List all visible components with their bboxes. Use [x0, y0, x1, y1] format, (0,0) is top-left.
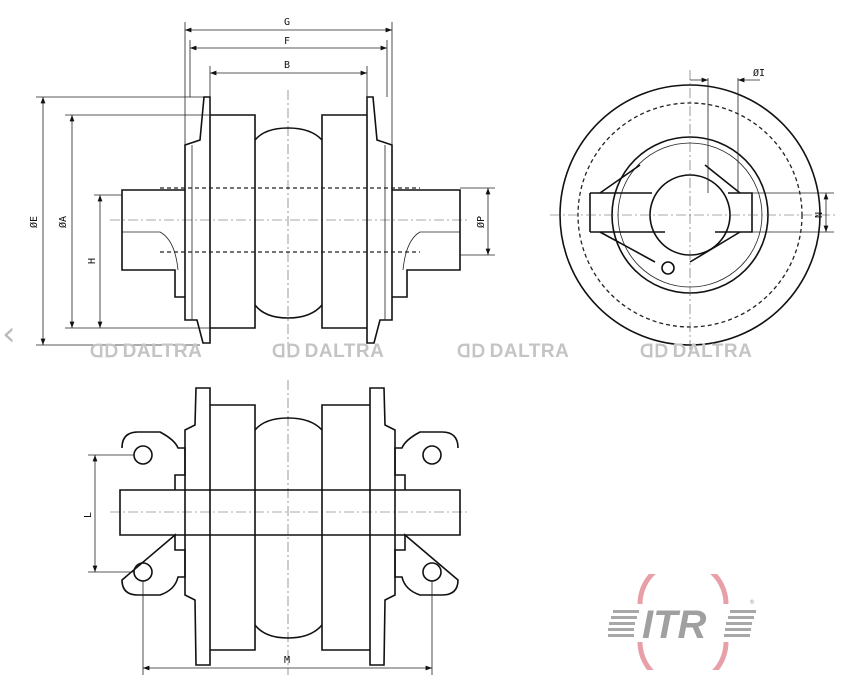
dim-label-e: ØE	[28, 216, 40, 228]
dim-label-f: F	[284, 36, 290, 47]
svg-text:ITR: ITR	[642, 603, 707, 647]
chevron-left-icon[interactable]: ‹	[2, 314, 16, 354]
dim-label-m: M	[284, 655, 290, 666]
svg-text:®: ®	[749, 599, 755, 606]
itr-logo: ITR ®	[608, 574, 756, 670]
front-dimensions: G F B ØE ØA H ØP	[28, 17, 495, 346]
dim-label-i: ØI	[753, 67, 765, 79]
dim-label-l: L	[83, 512, 94, 518]
front-view	[110, 90, 470, 350]
dim-label-g: G	[284, 17, 290, 28]
side-view: ØI N	[550, 67, 835, 350]
dim-label-a: ØA	[57, 216, 69, 228]
top-view: L M	[83, 380, 470, 675]
dim-label-b: B	[284, 60, 290, 71]
dim-label-h: H	[87, 258, 98, 264]
dim-label-p: ØP	[475, 216, 487, 228]
dim-label-n: N	[814, 212, 825, 218]
